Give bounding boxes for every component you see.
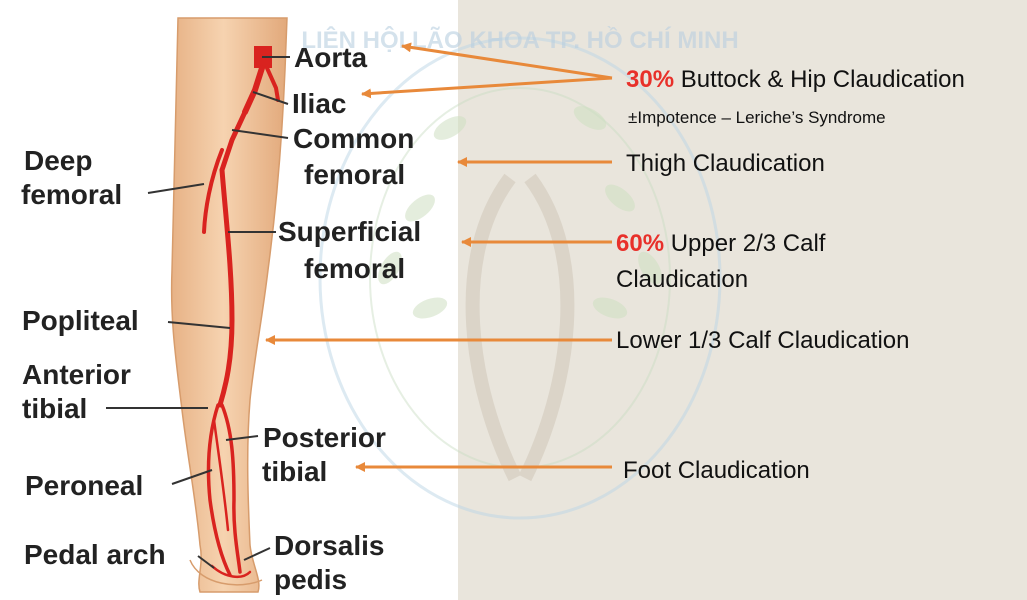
- claudication-upper-calf-line1: 60% Upper 2/3 Calf: [616, 230, 825, 258]
- upper-calf-text: Upper 2/3 Calf: [671, 230, 826, 257]
- percent-60: 60%: [616, 230, 664, 257]
- label-pedal-arch: Pedal arch: [24, 539, 166, 571]
- leader-popliteal: [168, 322, 230, 328]
- label-common-femoral-line1: Common: [293, 123, 414, 155]
- label-dorsalis-pedis-line1: Dorsalis: [274, 530, 385, 562]
- leader-common-femoral: [232, 130, 288, 138]
- claudication-lower-calf: Lower 1/3 Calf Claudication: [616, 327, 910, 355]
- label-common-femoral-line2: femoral: [304, 159, 405, 191]
- label-superficial-femoral-line2: femoral: [304, 253, 405, 285]
- label-deep-femoral-line2: femoral: [21, 179, 122, 211]
- leader-pedal-arch: [198, 556, 214, 568]
- claudication-buttock-hip: 30% Buttock & Hip Claudication: [626, 66, 965, 94]
- leader-posterior-tibial: [226, 436, 258, 440]
- plus-minus-symbol: ±: [628, 108, 637, 127]
- claudication-impotence: ±Impotence – Leriche’s Syndrome: [628, 104, 886, 132]
- impotence-text: Impotence – Leriche’s Syndrome: [637, 108, 885, 127]
- label-posterior-tibial-line1: Posterior: [263, 422, 386, 454]
- label-dorsalis-pedis-line2: pedis: [274, 564, 347, 596]
- buttock-hip-text: Buttock & Hip Claudication: [681, 66, 965, 93]
- label-deep-femoral-line1: Deep: [24, 145, 92, 177]
- label-superficial-femoral-line1: Superficial: [278, 216, 421, 248]
- label-aorta: Aorta: [294, 42, 367, 74]
- leader-dorsalis-pedis: [244, 548, 270, 560]
- label-iliac: Iliac: [292, 88, 346, 120]
- leader-iliac: [253, 92, 288, 104]
- label-peroneal: Peroneal: [25, 470, 143, 502]
- arrow-to-aorta: [402, 46, 612, 78]
- arrow-to-iliac: [362, 78, 612, 94]
- label-posterior-tibial-line2: tibial: [262, 456, 327, 488]
- claudication-foot: Foot Claudication: [623, 457, 810, 485]
- label-anterior-tibial-line2: tibial: [22, 393, 87, 425]
- label-anterior-tibial-line1: Anterior: [22, 359, 131, 391]
- claudication-upper-calf-line2: Claudication: [616, 266, 748, 294]
- leader-peroneal: [172, 470, 212, 484]
- claudication-thigh: Thigh Claudication: [626, 150, 825, 178]
- leader-deep-femoral: [148, 184, 204, 193]
- label-popliteal: Popliteal: [22, 305, 139, 337]
- percent-30: 30%: [626, 66, 674, 93]
